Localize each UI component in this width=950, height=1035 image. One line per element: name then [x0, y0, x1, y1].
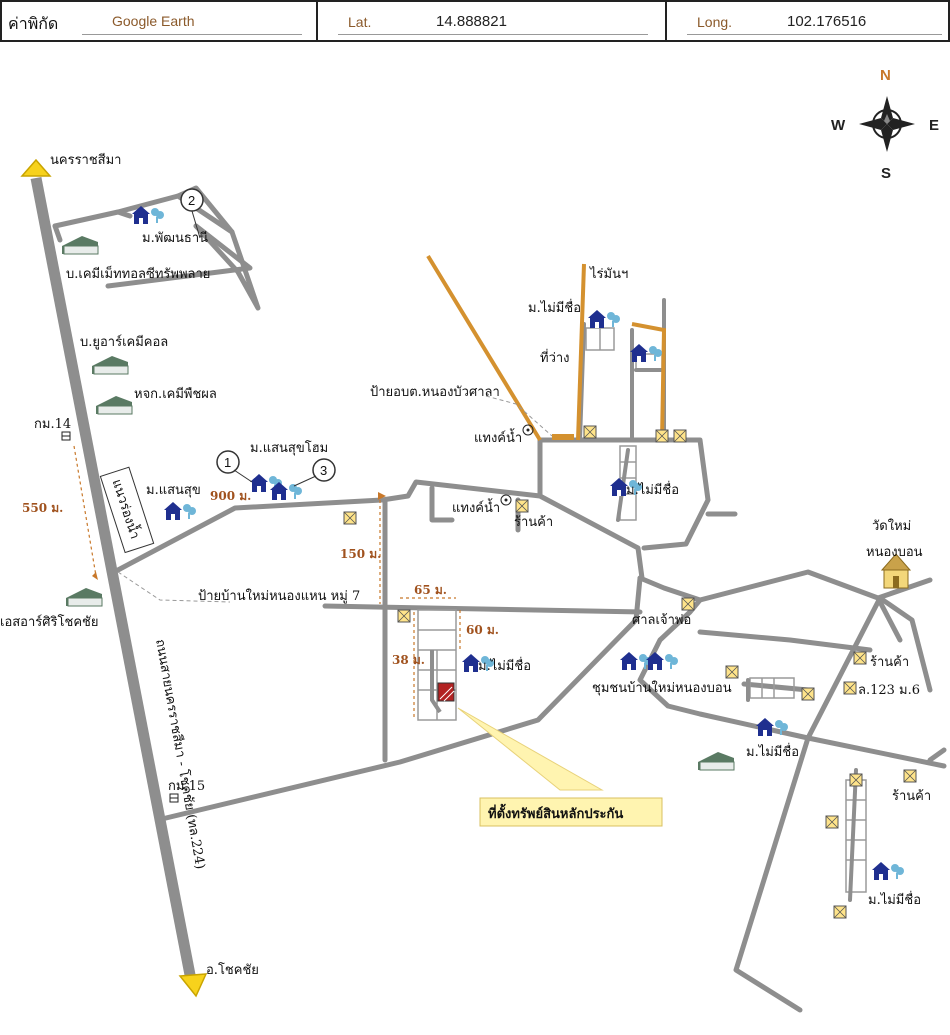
factory-icon — [95, 395, 133, 415]
factory-icon — [697, 751, 735, 771]
label-no-name-d: ม.ไม่มีชื่อ — [746, 743, 799, 760]
compass-e: E — [929, 117, 939, 134]
shop-icon — [583, 425, 597, 439]
label-shrine: ศาลเจ้าพ่อ — [632, 613, 691, 628]
shop-icon — [903, 769, 917, 783]
km14-label: กม.14 — [34, 417, 71, 432]
house-icon — [588, 310, 620, 328]
label-uar: บ.ยูอาร์เคมีคอล — [80, 334, 168, 350]
distance-60: 60 ม. — [466, 623, 499, 637]
long-value: 102.176516 — [787, 13, 867, 30]
coord-source: Google Earth — [112, 13, 195, 29]
marker-3: 3 — [293, 458, 336, 487]
label-shop-a: ร้านค้า — [514, 515, 553, 530]
label-water-tower-b: แทงค์น้ำ — [452, 498, 500, 516]
distance-150: 150 ม. — [340, 547, 381, 561]
label-store-choke: เอสอาร์ศิริโชคชัย — [0, 614, 98, 630]
house-icon — [164, 502, 196, 520]
compass-w: W — [831, 117, 846, 134]
distance-900: 900 ม. — [210, 489, 251, 503]
label-temple-2: หนองบอน — [866, 545, 923, 560]
water-tower-icon — [500, 494, 512, 506]
label-water-tower-a: แทงค์น้ำ — [474, 428, 522, 446]
km14-post — [61, 431, 71, 441]
factory-icon — [61, 235, 99, 255]
compass-n: N — [880, 67, 891, 84]
marker-1-label: 1 — [224, 455, 231, 470]
label-no-name-a: ม.ไม่มีชื่อ — [528, 299, 581, 316]
lat-cell: Lat. 14.888821 — [316, 0, 665, 42]
coordinate-header: ค่าพิกัด Google Earth Lat. 14.888821 Lon… — [0, 0, 950, 44]
label-pattana: ม.พัฒนธานี — [142, 230, 208, 246]
shop-icon — [725, 665, 739, 679]
to-north-label: นครราชสีมา — [50, 152, 121, 168]
label-cassava: ไร่มันฯ — [589, 266, 628, 282]
marker-2-label: 2 — [188, 193, 195, 208]
label-vacant: ที่ว่าง — [540, 349, 570, 366]
house-icon — [630, 344, 662, 362]
marker-2: 2 — [180, 188, 204, 239]
shop-icon — [833, 905, 847, 919]
highway-224 — [20, 158, 208, 998]
label-community: ชุมชนบ้านใหม่หนองบอน — [592, 680, 732, 696]
label-plant-chem: หจก.เคมีพืชผล — [134, 386, 217, 402]
label-saensuk: ม.แสนสุข — [146, 483, 201, 498]
factory-icon — [65, 587, 103, 607]
to-south-label: อ.โชคชัย — [206, 962, 259, 978]
label-sign-obt: ป้ายอบต.หนองบัวศาลา — [370, 385, 500, 400]
factory-icon — [91, 355, 129, 375]
compass-s: S — [881, 165, 891, 182]
distance-65: 65 ม. — [414, 583, 447, 597]
long-label: Long. — [697, 14, 733, 30]
label-no-name-c: ม.ไม่มีชื่อ — [478, 657, 531, 674]
dirt-roads — [426, 254, 667, 442]
km15-post — [169, 793, 179, 803]
label-temple-1: วัดใหม่ — [872, 518, 911, 534]
label-shop-b: ร้านค้า — [870, 655, 909, 670]
label-no-name-b: ม.ไม่มีชื่อ — [626, 481, 679, 498]
shop-icon — [681, 597, 695, 611]
label-address: ล.123 ม.6 — [858, 683, 920, 698]
label-shop-c: ร้านค้า — [892, 789, 931, 804]
collateral-label: ที่ตั้งทรัพย์สินหลักประกัน — [488, 803, 623, 822]
collateral-callout — [479, 797, 663, 827]
shop-icon — [673, 429, 687, 443]
shop-icon — [801, 687, 815, 701]
location-map: N S E W — [0, 67, 947, 1013]
km15-label: กม.15 — [168, 779, 205, 794]
temple-icon — [880, 553, 912, 589]
marker-1: 1 — [216, 450, 253, 483]
marker-3-label: 3 — [320, 463, 327, 478]
coord-cell: ค่าพิกัด Google Earth — [0, 0, 316, 42]
distance-lines — [73, 445, 461, 720]
shop-icon — [655, 429, 669, 443]
compass-rose — [859, 96, 915, 152]
label-chem-factory: บ.เคมีเม็ททอลซีทรัพพลาย — [66, 264, 210, 282]
shop-icon — [853, 651, 867, 665]
road-network — [52, 185, 947, 1013]
shop-icon — [343, 511, 357, 525]
lat-value: 14.888821 — [436, 13, 507, 30]
shop-icon — [515, 499, 529, 513]
water-tower-icon — [522, 424, 534, 436]
distance-38: 38 ม. — [392, 653, 425, 667]
label-saensuk-home: ม.แสนสุขโฮม — [250, 440, 328, 456]
coord-label: ค่าพิกัด — [8, 14, 59, 33]
shop-icon — [825, 815, 839, 829]
shop-icon — [397, 609, 411, 623]
shop-icon — [849, 773, 863, 787]
lat-label: Lat. — [348, 14, 372, 30]
label-sign-village: ป้ายบ้านใหม่หนองแหน หมู่ 7 — [198, 588, 360, 604]
shop-icon — [843, 681, 857, 695]
house-icon — [872, 862, 904, 880]
long-cell: Long. 102.176516 — [665, 0, 950, 42]
label-no-name-e: ม.ไม่มีชื่อ — [868, 891, 921, 908]
distance-550: 550 ม. — [22, 501, 63, 515]
